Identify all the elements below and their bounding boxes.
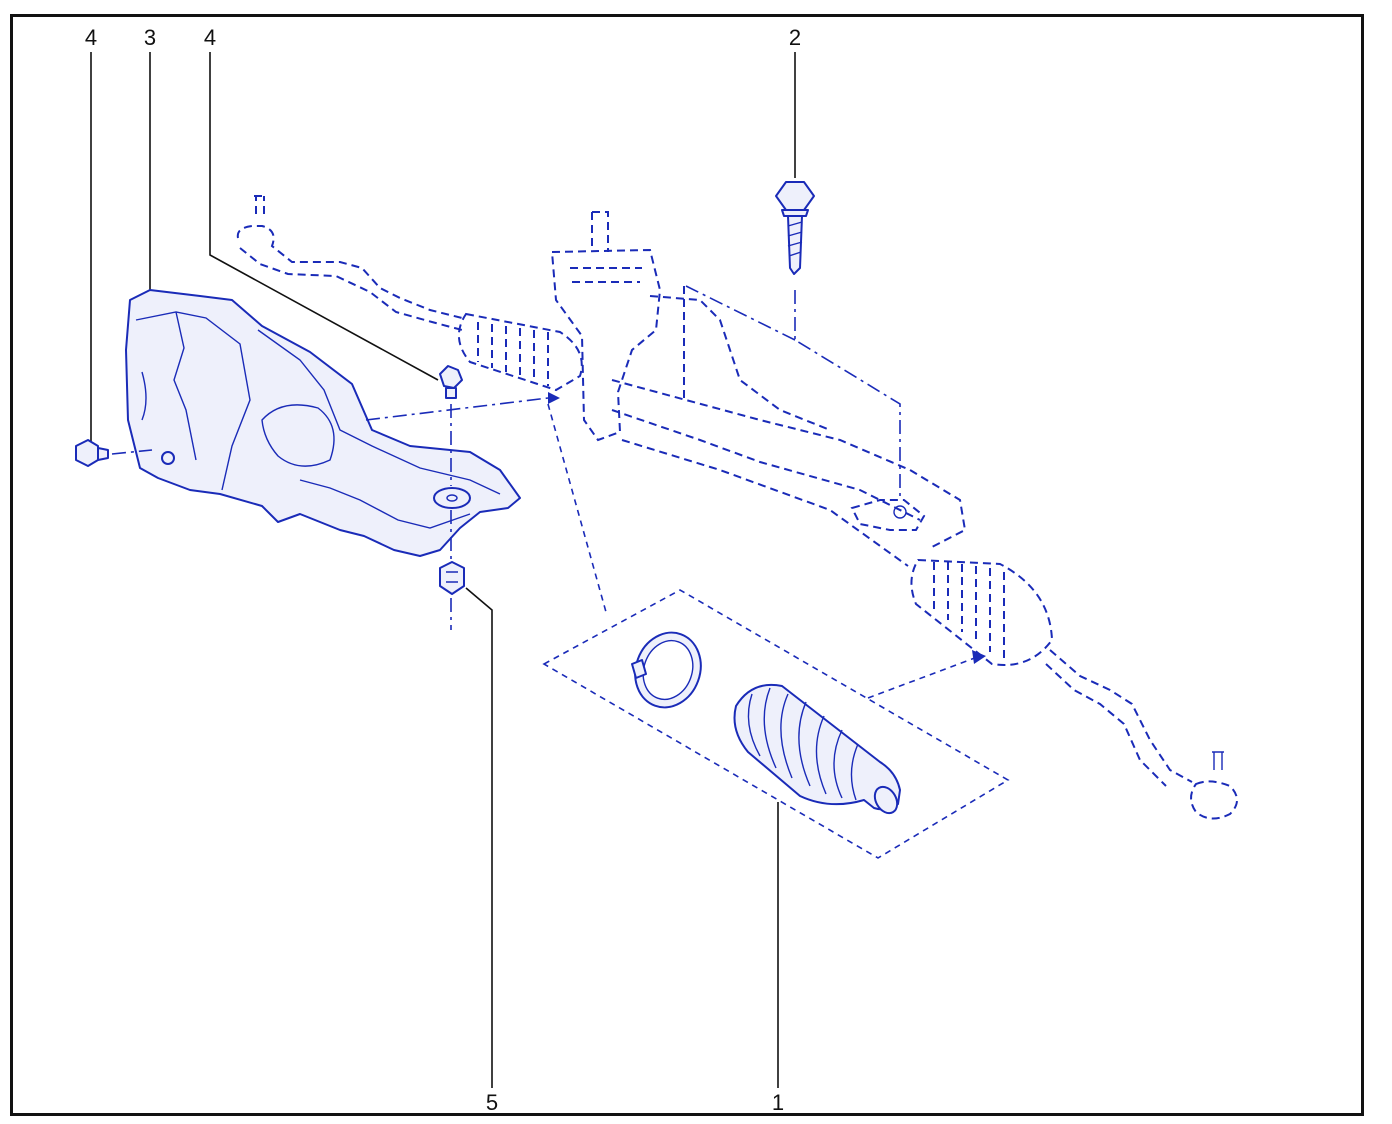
rack-boot bbox=[733, 684, 901, 815]
diagram-frame bbox=[10, 14, 1364, 1116]
callout-3: 3 bbox=[144, 25, 156, 50]
nut-5 bbox=[439, 510, 465, 630]
boot-kit-box bbox=[542, 403, 1010, 859]
heat-shield bbox=[125, 289, 521, 557]
boot-clamp bbox=[631, 631, 702, 709]
bolt-4-left bbox=[75, 439, 153, 467]
guide-arrow-left bbox=[548, 392, 560, 404]
callout-4-left: 4 bbox=[85, 25, 97, 50]
bolt-2 bbox=[685, 181, 901, 500]
leader-4-right bbox=[209, 52, 439, 381]
guide-shield-to-rack bbox=[365, 397, 549, 421]
bolt-4-center bbox=[439, 365, 463, 486]
leader-5 bbox=[465, 587, 493, 1088]
callout-1: 1 bbox=[772, 1090, 784, 1115]
callout-5: 5 bbox=[486, 1090, 498, 1115]
callout-4-right: 4 bbox=[204, 25, 216, 50]
steering-gear-ghost bbox=[236, 195, 1238, 820]
callout-2: 2 bbox=[789, 25, 801, 50]
